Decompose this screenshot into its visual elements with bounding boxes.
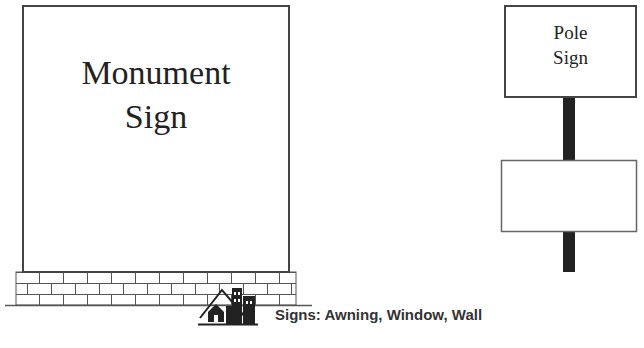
pole-sign: Pole Sign — [504, 5, 637, 98]
sign-text: Pole Sign — [541, 21, 601, 70]
caption-label: Signs: Awning, Window, Wall — [275, 306, 482, 323]
buildings-icon — [198, 288, 258, 325]
pole-lower — [563, 230, 575, 272]
sign-text: Monument Sign — [66, 51, 246, 139]
pole-upper — [563, 96, 575, 162]
blank-sign-panel — [502, 161, 637, 232]
monument-sign: Monument Sign — [22, 5, 290, 273]
ground-line — [5, 305, 312, 307]
